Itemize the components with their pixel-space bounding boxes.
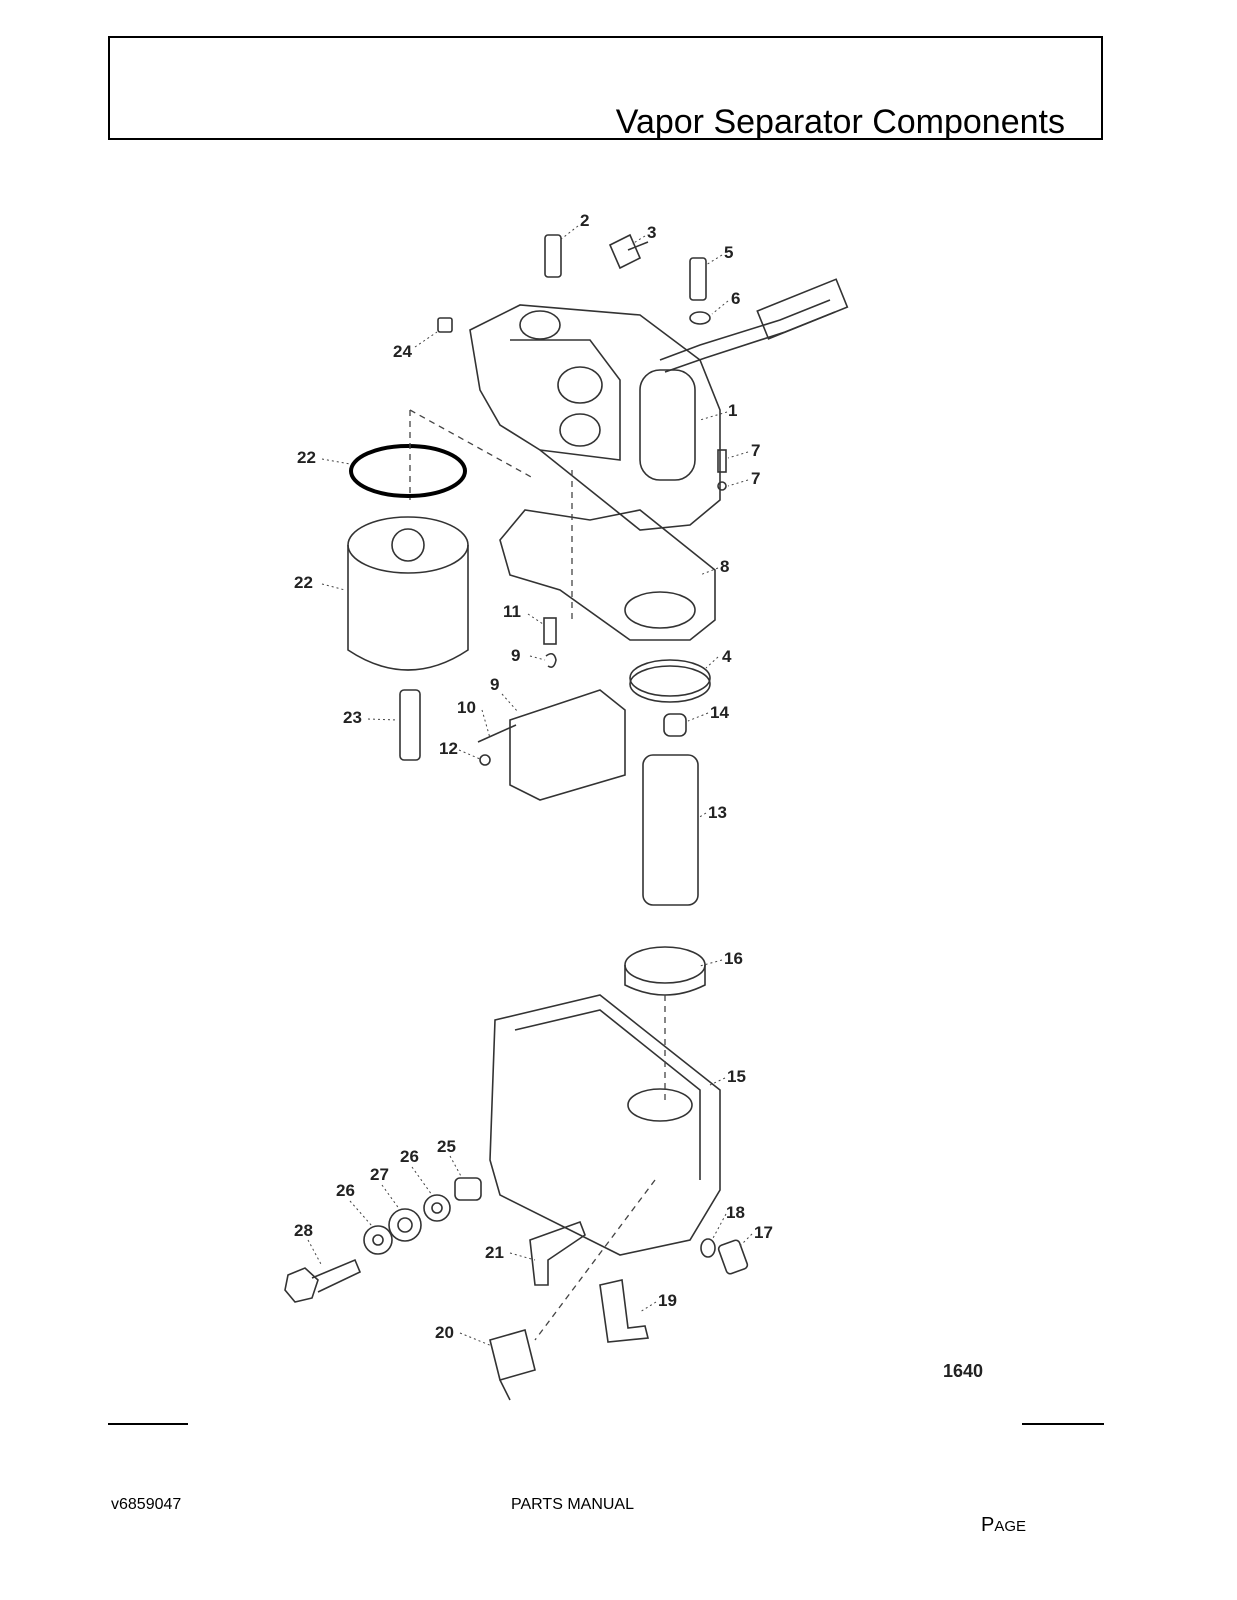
housing-top — [469, 304, 721, 531]
fitting-21 — [529, 1220, 586, 1286]
callout-27: 27 — [370, 1165, 389, 1184]
gasket-8 — [499, 509, 716, 641]
callout-1: 1 — [728, 401, 737, 420]
callout-19: 19 — [658, 1291, 677, 1310]
doc-id: v6859047 — [111, 1496, 182, 1513]
callout-22a: 22 — [297, 448, 316, 467]
float-9 — [509, 689, 626, 801]
callout-11: 11 — [503, 602, 521, 621]
callout-26b: 26 — [336, 1181, 355, 1200]
callout-7b: 7 — [751, 469, 760, 488]
footer-rule-left — [108, 1423, 188, 1425]
callout-4: 4 — [722, 647, 732, 666]
fitting-20 — [489, 1329, 536, 1401]
callout-2: 2 — [580, 211, 589, 230]
manual-title: PARTS MANUAL — [511, 1496, 634, 1513]
bolt-28 — [284, 1258, 362, 1303]
callout-22b: 22 — [294, 573, 313, 592]
page-label: PAGE — [981, 1514, 1026, 1537]
callout-28: 28 — [294, 1221, 313, 1240]
callout-10: 10 — [457, 698, 476, 717]
callout-18: 18 — [726, 1203, 745, 1222]
callout-9b: 9 — [490, 675, 499, 694]
o-ring-22 — [349, 444, 467, 498]
callout-9a: 9 — [511, 646, 520, 665]
callout-16: 16 — [724, 949, 743, 968]
callout-21: 21 — [485, 1243, 504, 1262]
callout-14: 14 — [710, 703, 729, 722]
callout-13: 13 — [708, 803, 727, 822]
fuel-filter-22 — [347, 545, 469, 671]
fitting-23 — [399, 689, 421, 761]
callout-24: 24 — [393, 342, 412, 361]
fuel-pump-13 — [642, 754, 699, 906]
callout-6: 6 — [731, 289, 740, 308]
callout-23: 23 — [343, 708, 362, 727]
callout-20: 20 — [435, 1323, 454, 1342]
callout-3: 3 — [647, 223, 656, 242]
callout-17: 17 — [754, 1223, 773, 1242]
callout-26a: 26 — [400, 1147, 419, 1166]
header-box: Vapor Separator Components — [108, 36, 1103, 141]
callout-15: 15 — [727, 1067, 746, 1086]
footer-rule-right — [1022, 1423, 1104, 1425]
page-title: Vapor Separator Components — [615, 103, 1065, 141]
lower-housing-15 — [489, 994, 721, 1256]
callout-5: 5 — [724, 243, 733, 262]
page-label-initial: P — [981, 1514, 995, 1536]
figure-number: 1640 — [943, 1361, 983, 1381]
callout-7a: 7 — [751, 441, 760, 460]
callout-12: 12 — [439, 739, 458, 758]
fitting-19 — [599, 1279, 650, 1343]
callout-25: 25 — [437, 1137, 456, 1156]
callout-8: 8 — [720, 557, 729, 576]
page-label-rest: AGE — [994, 1518, 1027, 1535]
